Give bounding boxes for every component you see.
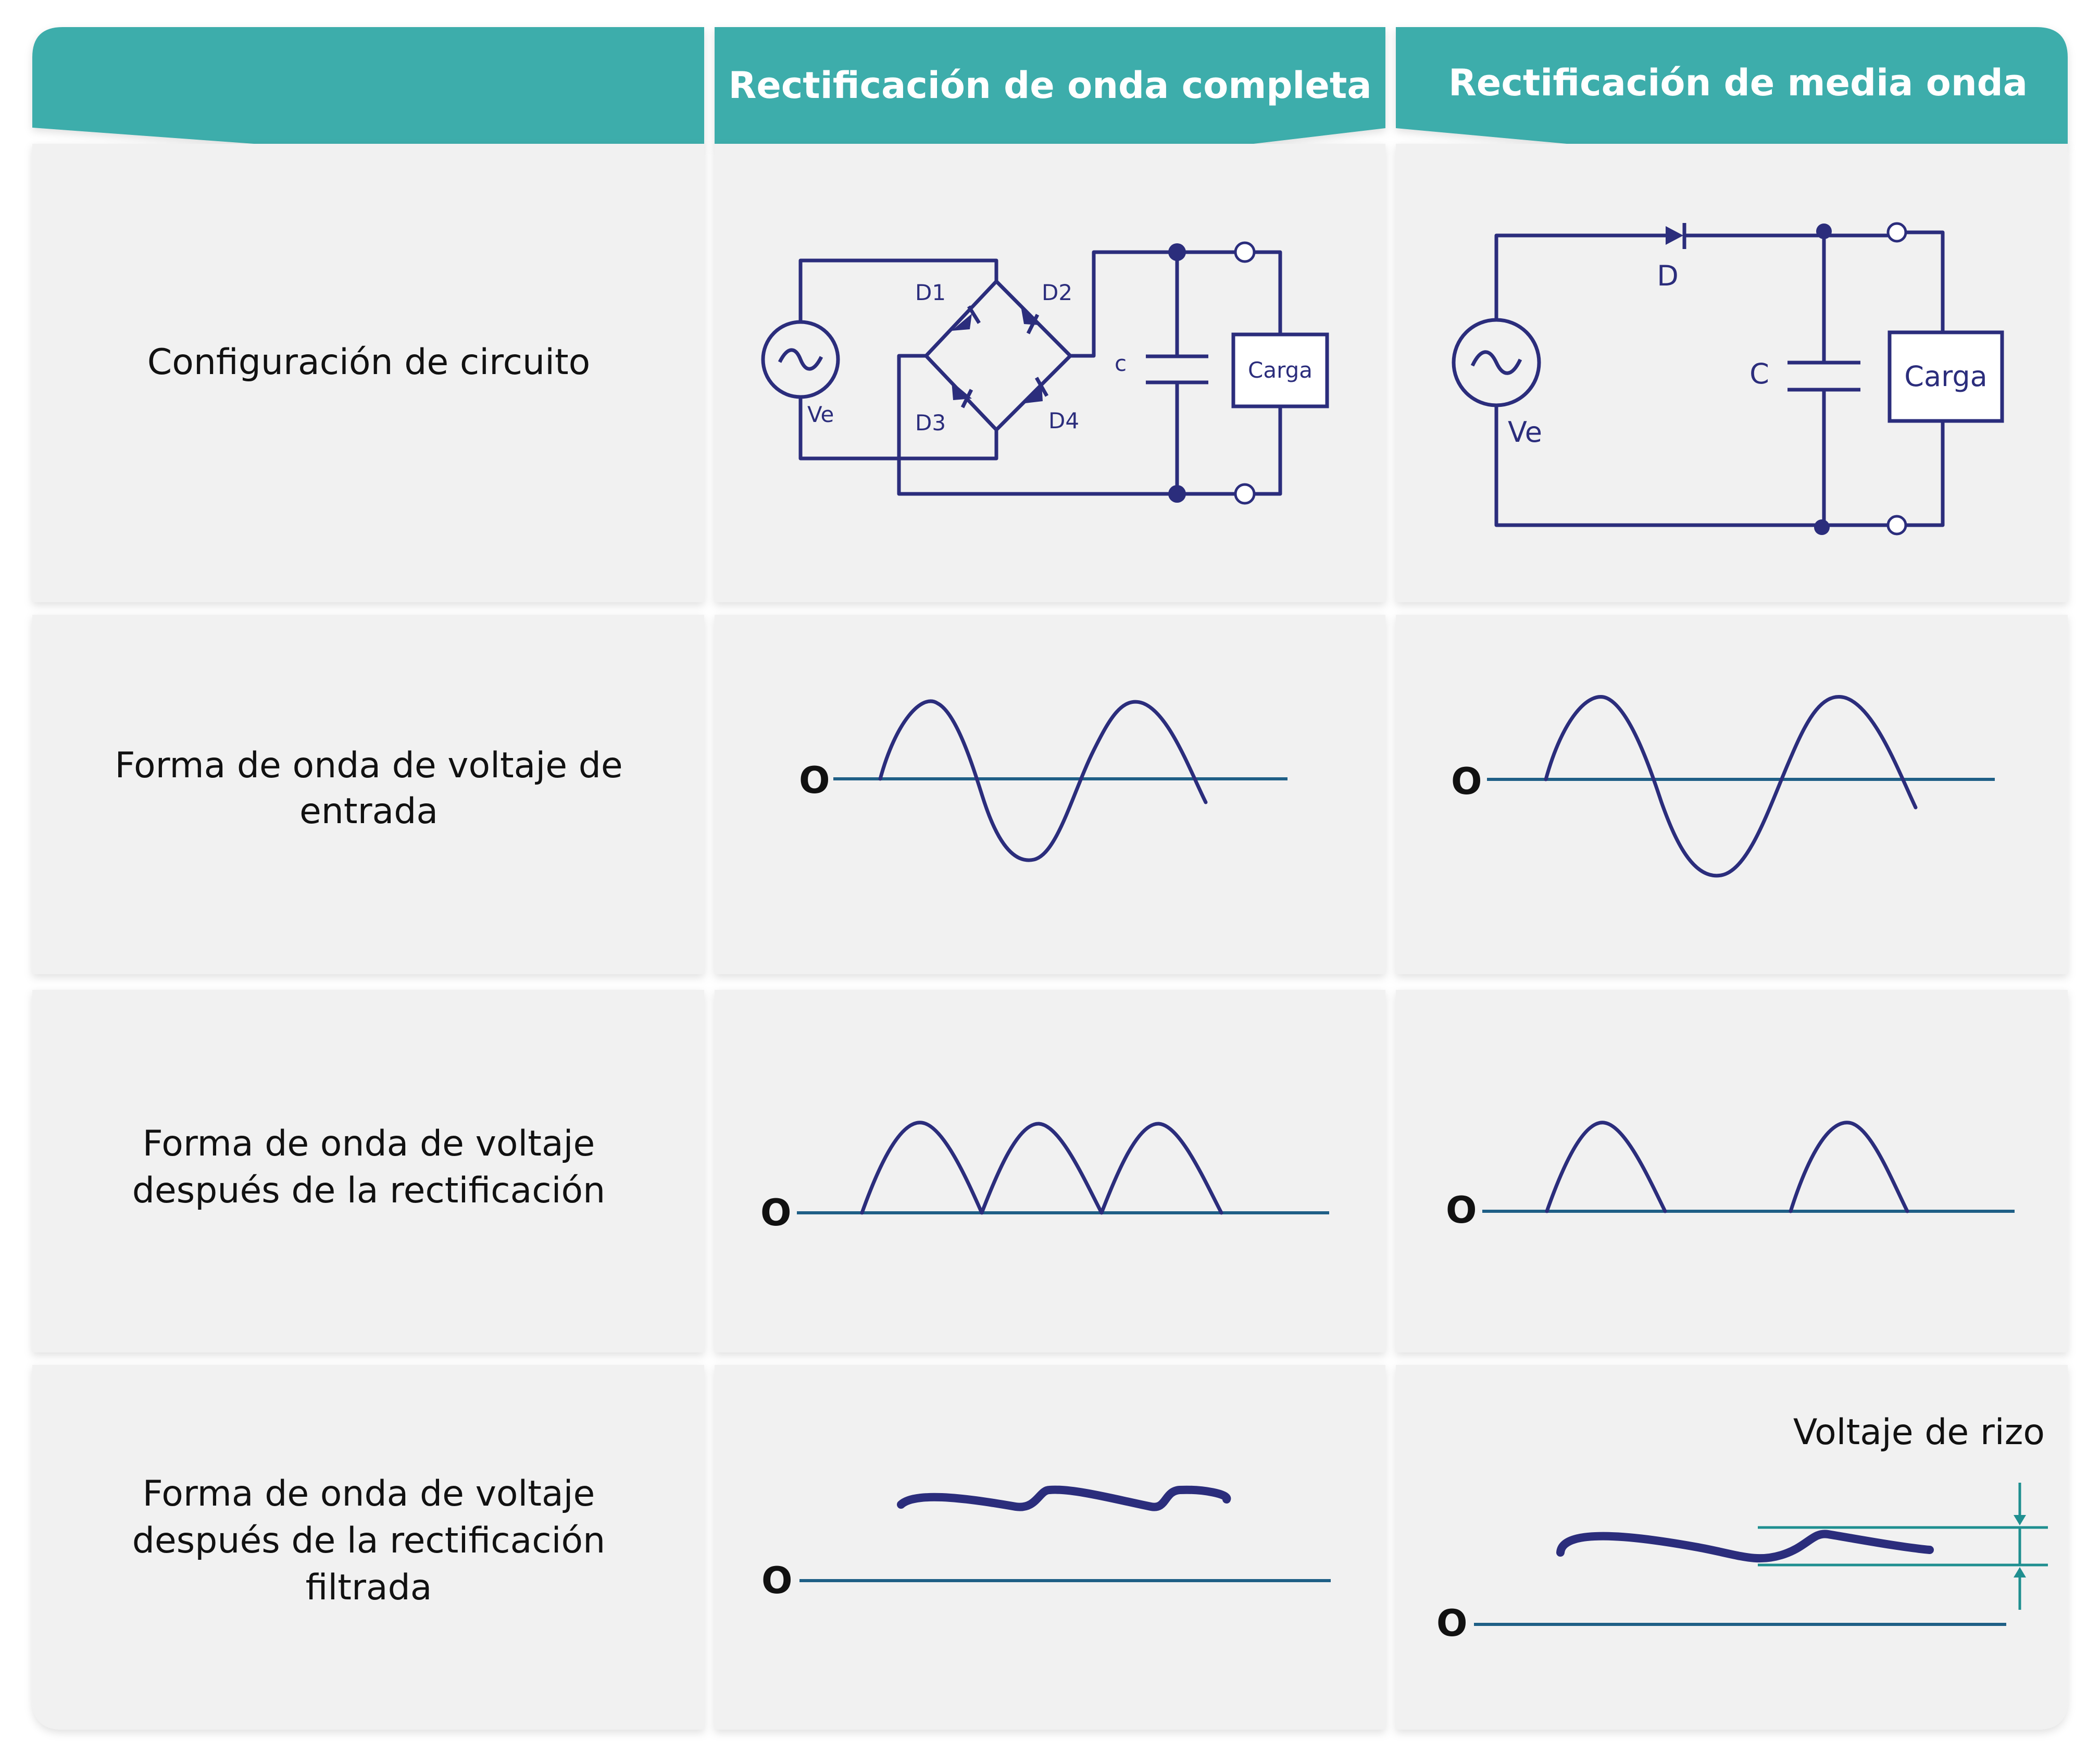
full-wave-source-label: Ve (807, 402, 834, 427)
header-cell-half-wave (876, 27, 2068, 145)
input-sine-wave (1544, 695, 1918, 878)
header-cell-full-wave (715, 27, 1385, 145)
diode-d3-label: D3 (915, 410, 946, 436)
half-wave-ac-source-sine (1470, 350, 1522, 375)
cell-r2-half-wave (1396, 615, 2068, 974)
cell-r4-full-wave (715, 1365, 1385, 1730)
cell-r2-full-wave (715, 615, 1385, 974)
full-wave-circuit: Ve D1 D2 D3 D4 (761, 241, 1329, 505)
half-wave-top-wire (1494, 233, 1666, 320)
half-wave-source-label: Ve (1508, 416, 1542, 449)
zero-label: O (760, 1191, 792, 1234)
diode-d1-label: D1 (915, 280, 946, 305)
half-wave-load-box (1888, 330, 2004, 423)
cell-r3-half-wave (1396, 990, 2068, 1352)
row-label-filtered-line3: filtrada (306, 1567, 432, 1608)
header-title-half-wave: Rectificación de media onda (1448, 61, 2028, 104)
half-wave-bottom-wire (1494, 405, 1897, 527)
ripple-top-arrow-icon (2014, 1515, 2026, 1525)
half-wave-input-waveform: O (1451, 695, 1995, 878)
diode-d4-label: D4 (1048, 408, 1079, 433)
half-wave-filtered-waveform: Voltaje de rizo O (1436, 1412, 2048, 1645)
half-wave-circuit: Ve D C Carga (1452, 222, 2004, 536)
diode-d4-icon (1021, 377, 1049, 404)
full-wave-output-negative (897, 354, 1245, 496)
half-wave-node-bottom (1814, 519, 1830, 535)
half-wave-load-wire (1906, 230, 1945, 527)
diode-d1-icon (952, 305, 981, 331)
zero-label: O (1446, 1189, 1477, 1232)
full-wave-cap-label: c (1115, 351, 1127, 376)
full-wave-input-waveform: O (799, 699, 1288, 862)
full-wave-filtered-waveform: O (761, 1485, 1331, 1602)
filtered-half-wave (1556, 1530, 1934, 1563)
half-wave-load-label: Carga (1904, 360, 1987, 393)
ripple-bottom-arrow-icon (2014, 1567, 2026, 1577)
zero-label: O (761, 1559, 793, 1602)
row-label-rectified-line2: después de la rectificación (132, 1170, 605, 1211)
zero-label: O (1451, 760, 1482, 803)
filtered-full-wave (897, 1485, 1231, 1511)
cell-r1-label (32, 144, 704, 602)
ac-source-sine (778, 348, 823, 371)
full-wave-load-box (1231, 332, 1329, 408)
diode-d2-icon (1021, 306, 1040, 334)
half-wave-diode-label: D (1657, 259, 1679, 292)
row-label-input-waveform-line2: entrada (299, 791, 438, 832)
full-wave-terminal-top (1234, 241, 1256, 263)
bridge-diamond (924, 279, 1072, 432)
input-sine-wave (878, 699, 1208, 862)
diode-d3-icon (952, 381, 973, 408)
full-wave-terminal-bottom (1234, 483, 1256, 505)
header-cell-empty (32, 27, 704, 145)
half-wave-cap-label: C (1749, 357, 1769, 390)
rectified-half-wave-pulse-1 (1545, 1121, 1667, 1213)
cell-r3-label (32, 990, 704, 1352)
row-label-rectified-line1: Forma de onda de voltaje (143, 1123, 595, 1164)
full-wave-load-label: Carga (1248, 357, 1312, 383)
header-title-full-wave: Rectificación de onda completa (728, 64, 1371, 107)
full-wave-node-bottom (1168, 485, 1186, 503)
half-wave-diode-icon (1666, 223, 1686, 249)
full-wave-node-top (1168, 243, 1186, 261)
rectified-half-wave-pulse-2 (1789, 1121, 1909, 1213)
full-wave-rectified-waveform: O (760, 1121, 1329, 1234)
cell-r2-label (32, 615, 704, 974)
half-wave-terminal-top (1886, 222, 1907, 243)
row-label-filtered-line2: después de la rectificación (132, 1520, 605, 1561)
row-label-input-waveform-line1: Forma de onda de voltaje de (115, 745, 622, 786)
zero-label: O (799, 759, 830, 802)
row-label-circuit-config: Configuración de circuito (147, 342, 591, 383)
cell-r4-half-wave (1396, 1365, 2068, 1730)
diode-d2-label: D2 (1042, 280, 1072, 305)
full-wave-source-wire-top (798, 258, 998, 322)
cell-r3-full-wave (715, 990, 1385, 1352)
row-label-filtered-line1: Forma de onda de voltaje (143, 1473, 595, 1514)
ripple-voltage-label: Voltaje de rizo (1793, 1412, 2045, 1453)
half-wave-terminal-bottom (1886, 515, 1907, 536)
half-wave-rectified-waveform: O (1446, 1121, 2015, 1232)
rectified-full-wave (860, 1121, 1223, 1215)
header-row (32, 27, 2068, 145)
full-wave-load-wire (1254, 250, 1282, 496)
zero-label: O (1436, 1602, 1468, 1645)
cell-r4-label (32, 1365, 704, 1730)
half-wave-node-top (1816, 223, 1832, 239)
